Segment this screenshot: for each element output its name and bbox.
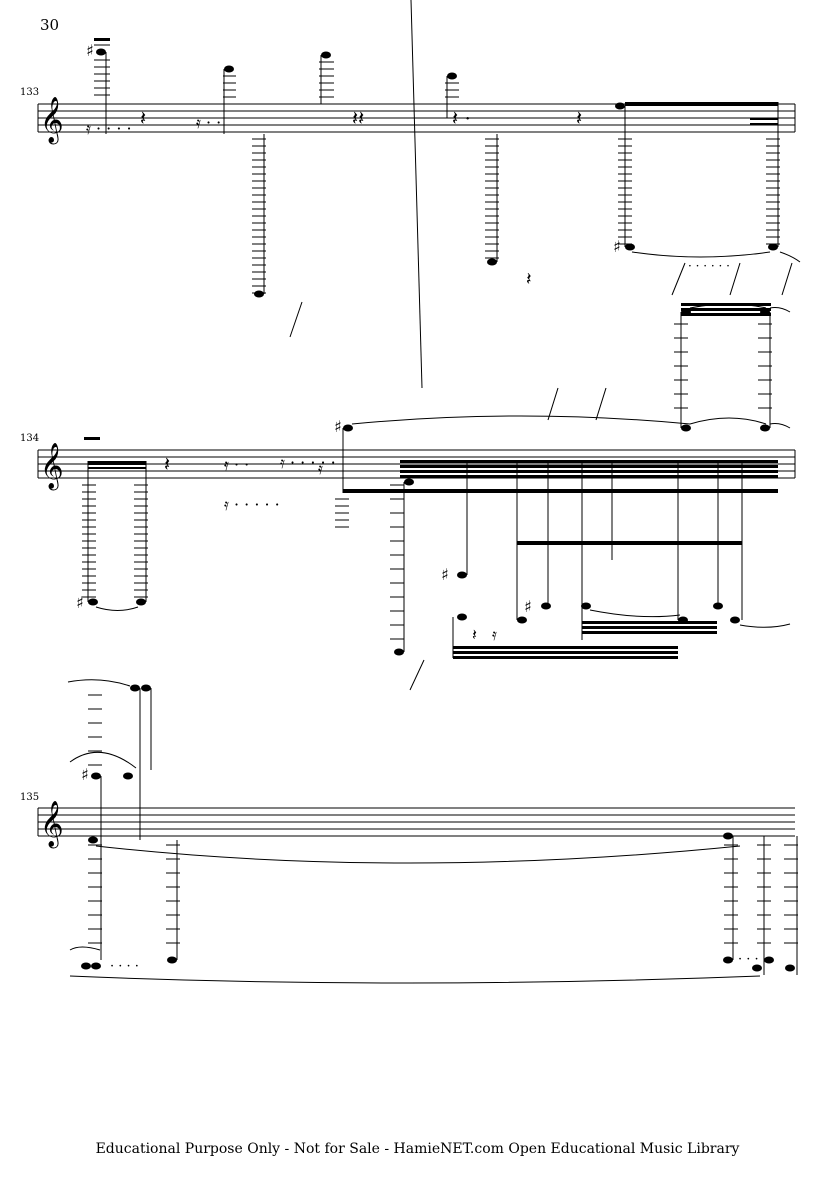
beamed-group-133: ♯ · · · · · · <box>613 102 801 296</box>
staff-system-133: 𝄞 ♯ 𝄿 · · · · 𝄽 𝄿 · · <box>37 38 801 338</box>
svg-text:𝄽 ·: 𝄽 · <box>452 106 471 130</box>
svg-text:♯: ♯ <box>524 597 532 616</box>
svg-text:𝄽: 𝄽 <box>472 625 477 644</box>
svg-text:𝄽: 𝄽 <box>140 106 146 130</box>
svg-text:· · · · · ·: · · · · · · <box>688 259 730 273</box>
staff-lines <box>38 103 795 133</box>
svg-text:𝄿: 𝄿 <box>492 625 497 644</box>
beamed-group-134b: ♯ ♯ <box>334 0 791 691</box>
measure-number-135: 135 <box>20 792 40 803</box>
staff-system-134: 𝄞 ♯ 𝄽 𝄿 · · 𝄿 · · · · · 𝄿 · · · · · <box>37 0 796 691</box>
treble-clef: 𝄞 <box>40 97 64 145</box>
svg-text:♯: ♯ <box>334 417 342 436</box>
note-group-3 <box>445 72 459 118</box>
footer-notice: Educational Purpose Only - Not for Sale … <box>95 1141 740 1157</box>
svg-text:· · ·: · · · <box>738 952 759 967</box>
note-high-sharp: ♯ <box>86 38 110 134</box>
svg-text:𝄿: 𝄿 <box>318 459 323 478</box>
svg-text:𝄽: 𝄽 <box>576 106 582 130</box>
svg-text:𝄿 · ·: 𝄿 · · <box>224 455 249 474</box>
svg-text:𝄿 · · · ·: 𝄿 · · · · <box>86 119 132 138</box>
note-group-135: ♯ · · · · <box>67 679 798 984</box>
svg-text:♯: ♯ <box>81 765 89 784</box>
svg-text:♯: ♯ <box>613 237 621 256</box>
page-number: 30 <box>40 16 60 34</box>
measure-number-133: 133 <box>20 87 40 98</box>
measure-number-134: 134 <box>20 433 40 444</box>
beamed-group-134a: ♯ <box>76 437 148 612</box>
staff-system-135: 𝄞 ♯ · · · · <box>37 679 798 984</box>
staff-lines <box>38 449 795 479</box>
svg-text:♯: ♯ <box>441 565 449 584</box>
svg-text:𝄽: 𝄽 <box>164 452 170 476</box>
staff-lines <box>38 807 795 837</box>
svg-text:𝄽𝄽: 𝄽𝄽 <box>352 106 364 130</box>
svg-text:♯: ♯ <box>86 41 94 60</box>
svg-text:𝄿 · · · · ·: 𝄿 · · · · · <box>224 495 280 514</box>
note-group-2 <box>319 51 334 104</box>
svg-text:𝄿 · ·: 𝄿 · · <box>196 113 221 132</box>
svg-text:𝄿 · · · · ·: 𝄿 · · · · · <box>280 453 336 472</box>
note-group-4 <box>485 134 499 266</box>
note-group-1 <box>223 65 266 298</box>
treble-clef: 𝄞 <box>40 801 64 849</box>
svg-text:♯: ♯ <box>76 593 84 612</box>
svg-text:· · · ·: · · · · <box>110 959 139 974</box>
svg-text:𝄽: 𝄽 <box>526 269 532 290</box>
treble-clef: 𝄞 <box>40 443 64 491</box>
